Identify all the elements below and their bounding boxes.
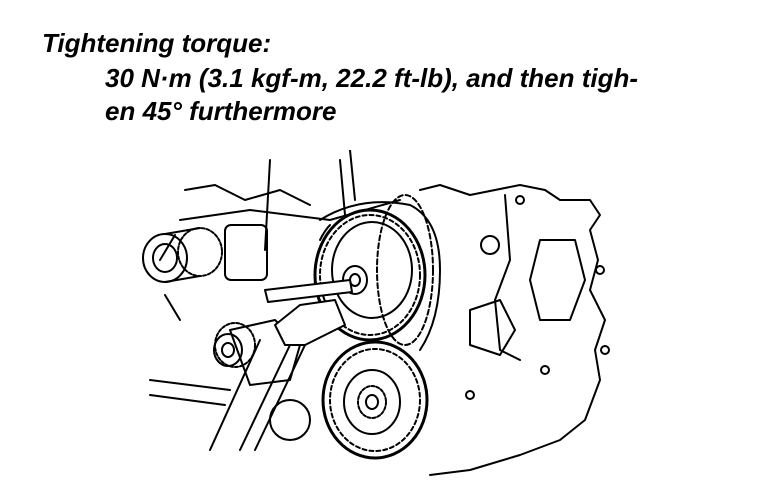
spec-value-line-2: en 45° furthermore <box>105 96 337 126</box>
engine-timing-belt-illustration <box>142 150 610 476</box>
spec-heading: Tightening torque: <box>42 28 272 58</box>
crankshaft-sprocket <box>321 340 429 460</box>
spec-value-line-1: 30 N·m (3.1 kgf-m, 22.2 ft-lb), and then… <box>105 63 639 93</box>
tensioner-pulley <box>213 322 256 368</box>
camshaft-sprocket <box>313 194 434 346</box>
wrench-tool <box>209 279 353 451</box>
left-idler-pulley <box>142 224 268 283</box>
timing-belt <box>319 201 441 351</box>
engine-block <box>149 150 610 476</box>
